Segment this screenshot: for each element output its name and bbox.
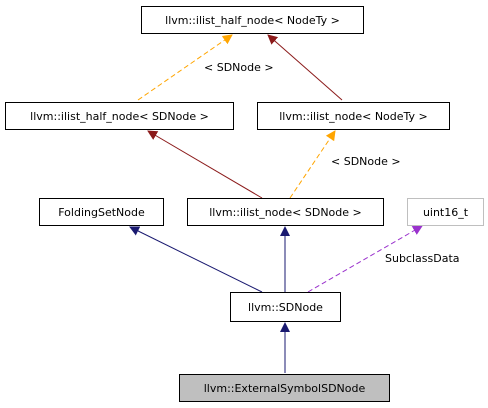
svg-text:llvm::ilist_node< SDNode >: llvm::ilist_node< SDNode > <box>209 206 362 219</box>
svg-text:uint16_t: uint16_t <box>423 206 469 219</box>
edge-template-half-node <box>137 34 233 101</box>
edge-node-nodety-to-half-nodety <box>267 34 343 101</box>
svg-text:FoldingSetNode: FoldingSetNode <box>58 206 145 219</box>
edge-node-sdnode-to-half-sdnode <box>147 130 263 199</box>
svg-text:llvm::ilist_half_node< NodeTy: llvm::ilist_half_node< NodeTy > <box>165 14 340 27</box>
svg-text:llvm::ilist_half_node< SDNode: llvm::ilist_half_node< SDNode > <box>30 110 209 123</box>
node-ilist-node-nodety[interactable]: llvm::ilist_node< NodeTy > <box>257 102 450 130</box>
svg-text:llvm::ExternalSymbolSDNode: llvm::ExternalSymbolSDNode <box>204 382 366 395</box>
edge-member-subclassdata <box>307 225 423 293</box>
node-sdnode[interactable]: llvm::SDNode <box>230 292 341 322</box>
node-ilist-node-sdnode[interactable]: llvm::ilist_node< SDNode > <box>187 198 384 226</box>
node-ilist-half-node-sdnode[interactable]: llvm::ilist_half_node< SDNode > <box>5 102 234 130</box>
svg-text:llvm::ilist_node< NodeTy >: llvm::ilist_node< NodeTy > <box>279 110 428 123</box>
node-uint16-t[interactable]: uint16_t <box>407 198 484 226</box>
edge-label-member: SubclassData <box>385 252 460 265</box>
svg-text:llvm::SDNode: llvm::SDNode <box>248 301 323 314</box>
edge-label-template-half: < SDNode > <box>204 61 274 74</box>
node-ilist-half-node-nodety[interactable]: llvm::ilist_half_node< NodeTy > <box>141 6 364 34</box>
node-folding-set-node[interactable]: FoldingSetNode <box>39 198 164 226</box>
edge-sdnode-to-foldingsetnode <box>129 226 263 293</box>
edge-template-node <box>289 130 336 199</box>
node-external-symbol-sdnode[interactable]: llvm::ExternalSymbolSDNode <box>179 374 390 402</box>
edge-label-template-node: < SDNode > <box>331 155 401 168</box>
